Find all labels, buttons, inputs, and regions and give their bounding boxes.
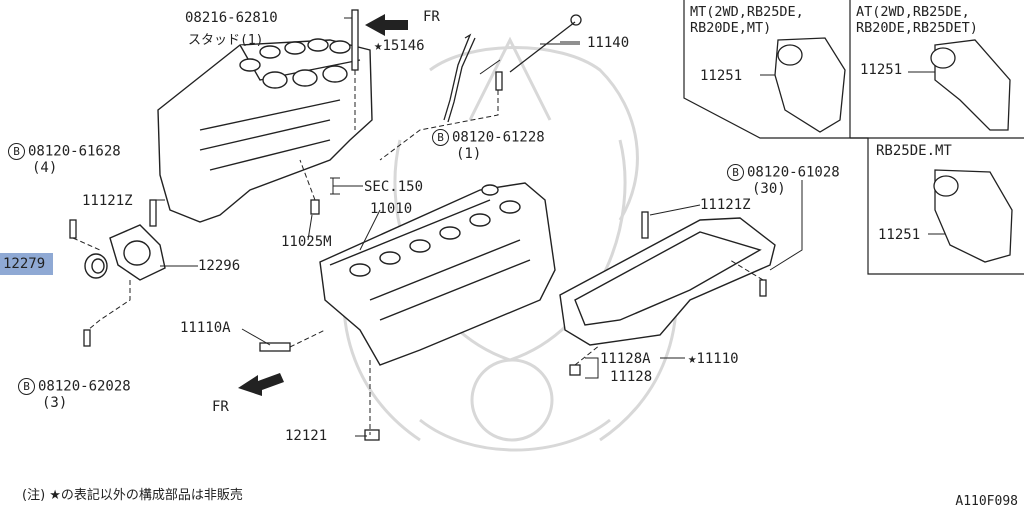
label-stud-name: スタッド(1): [188, 33, 264, 48]
label-sec150: SEC.150: [364, 179, 424, 195]
box-rb-part: 11251: [878, 227, 921, 243]
rear-seal-retainer: [109, 224, 166, 281]
engine-block-lower: [319, 182, 556, 366]
label-11121z-left: 11121Z: [82, 193, 133, 209]
label-bolt-61628-qty: (4): [32, 160, 58, 176]
bolts: [69, 9, 767, 441]
box-rb-title: RB25DE.MT: [876, 143, 952, 159]
engine-block-upper: [157, 38, 373, 223]
box-at-title: AT(2WD,RB25DE, RB20DE,RB25DET): [856, 4, 978, 36]
box-mt-part: 11251: [700, 68, 743, 84]
label-12296: 12296: [198, 258, 241, 274]
box-at-part: 11251: [860, 62, 903, 78]
bolt-b-icon: B: [18, 378, 35, 395]
star-icon: ★: [374, 38, 383, 54]
oil-pan: [559, 217, 776, 346]
star-icon: ★: [688, 351, 697, 367]
label-bolt-61028-qty: (30): [752, 181, 786, 197]
label-bolt-61228-qty: (1): [456, 146, 482, 162]
label-11110a: 11110A: [180, 320, 231, 336]
label-11121z-right: 11121Z: [700, 197, 751, 213]
label-fr-bottom: FR: [212, 399, 229, 415]
solid-leader-lines: [156, 17, 948, 437]
label-fr-top: FR: [423, 9, 440, 25]
dipstick: [443, 14, 582, 123]
bolt-b-icon: B: [8, 143, 25, 160]
label-11128: 11128: [610, 369, 653, 385]
diagram-code: A110F098: [955, 494, 1018, 509]
box-mt-title: MT(2WD,RB25DE, RB20DE,MT): [690, 4, 804, 36]
option-boxes-frame: [683, 0, 1024, 275]
label-11110: ★11110: [688, 351, 739, 367]
label-11140: 11140: [587, 35, 630, 51]
label-12279: 12279: [3, 256, 46, 272]
leader-lines: [72, 70, 764, 435]
bolt-b-icon: B: [432, 129, 449, 146]
label-12121: 12121: [285, 428, 328, 444]
bolt-b-icon: B: [727, 164, 744, 181]
label-bolt-62028-qty: (3): [42, 395, 68, 411]
part-highlight: [0, 253, 53, 275]
label-stud-part: 08216-62810: [185, 10, 278, 26]
label-11010: 11010: [370, 201, 413, 217]
watermark-emblem: [342, 36, 678, 452]
fr-arrow-bottom: [238, 373, 284, 396]
footnote: (注) ★の表記以外の構成部品は非販売: [22, 488, 243, 503]
fr-arrow-top: [365, 14, 408, 36]
label-11025m: 11025M: [281, 234, 332, 250]
rear-oil-seal: [84, 253, 108, 279]
label-11128a: 11128A: [600, 351, 651, 367]
label-15146: ★15146: [374, 38, 425, 54]
